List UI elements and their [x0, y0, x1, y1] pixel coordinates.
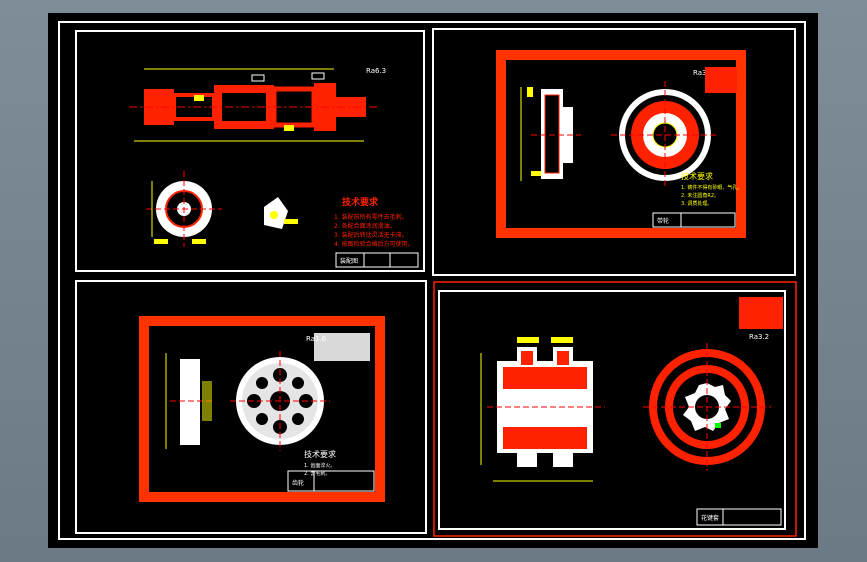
title-block-text: 带轮 — [657, 217, 669, 225]
outer-frame — [58, 21, 806, 540]
shaft-side-view — [129, 68, 379, 142]
gear-front-view — [230, 351, 330, 451]
title-block: 装配图 — [335, 252, 419, 268]
accent-border — [496, 50, 746, 238]
pulley-front-view — [611, 81, 719, 189]
note-line: 1. 装配前所有零件去毛刺。 — [334, 213, 408, 221]
title-block-text: 装配图 — [340, 257, 358, 265]
roughness-symbol: Ra6.3 — [366, 67, 386, 75]
notes-title: 技术要求 — [681, 171, 713, 181]
key-section-view — [264, 197, 298, 229]
sheet-ring-gear[interactable]: Ra1.6 技术要求 1. 齿面淬火。 2. 去毛刺。 齿轮 — [74, 279, 428, 535]
accent-border — [139, 316, 385, 502]
note-line: 3. 调质处理。 — [681, 200, 712, 207]
title-block-text: 花键套 — [701, 514, 719, 522]
hub-front-view — [643, 343, 771, 471]
drawing-sheet: Ra6.3 技术要求 1. 装配前所有零件去毛刺。 2. 各配合面涂润滑油。 3… — [48, 13, 818, 548]
sheet-shaft-assembly[interactable]: Ra6.3 技术要求 1. 装配前所有零件去毛刺。 2. 各配合面涂润滑油。 3… — [74, 29, 426, 273]
parameter-table — [705, 67, 737, 93]
parameter-table — [739, 297, 783, 329]
pulley-end-view — [146, 171, 222, 247]
title-block: 齿轮 — [287, 470, 375, 492]
hub-section-view — [480, 337, 605, 482]
note-line: 2. 去毛刺。 — [304, 470, 330, 477]
parameter-table — [314, 333, 370, 361]
pulley-section-view — [520, 87, 581, 181]
sheet-belt-pulley[interactable]: Ra3.2 技术要求 1. 铸件不得有砂眼、气孔。 2. 未注圆角R2。 3. … — [431, 27, 797, 277]
note-line: 1. 铸件不得有砂眼、气孔。 — [681, 184, 742, 191]
note-line: 3. 装配后转动灵活无卡滞。 — [334, 231, 408, 239]
note-line: 2. 未注圆角R2。 — [681, 192, 719, 199]
note-line: 2. 各配合面涂润滑油。 — [334, 222, 396, 230]
note-line: 1. 齿面淬火。 — [304, 462, 335, 469]
title-block: 带轮 — [652, 212, 736, 228]
notes-title: 技术要求 — [342, 196, 379, 208]
sheet-spline-hub[interactable]: Ra3.2 花键套 — [433, 281, 797, 537]
roughness-symbol: Ra3.2 — [693, 69, 713, 77]
gear-section-view — [165, 353, 214, 449]
notes-title: 技术要求 — [304, 449, 336, 459]
roughness-symbol: Ra3.2 — [749, 333, 769, 341]
title-block-text: 齿轮 — [292, 479, 304, 487]
note-line: 4. 按图检验合格后方可使用。 — [334, 240, 414, 248]
title-block: 花键套 — [696, 508, 782, 526]
